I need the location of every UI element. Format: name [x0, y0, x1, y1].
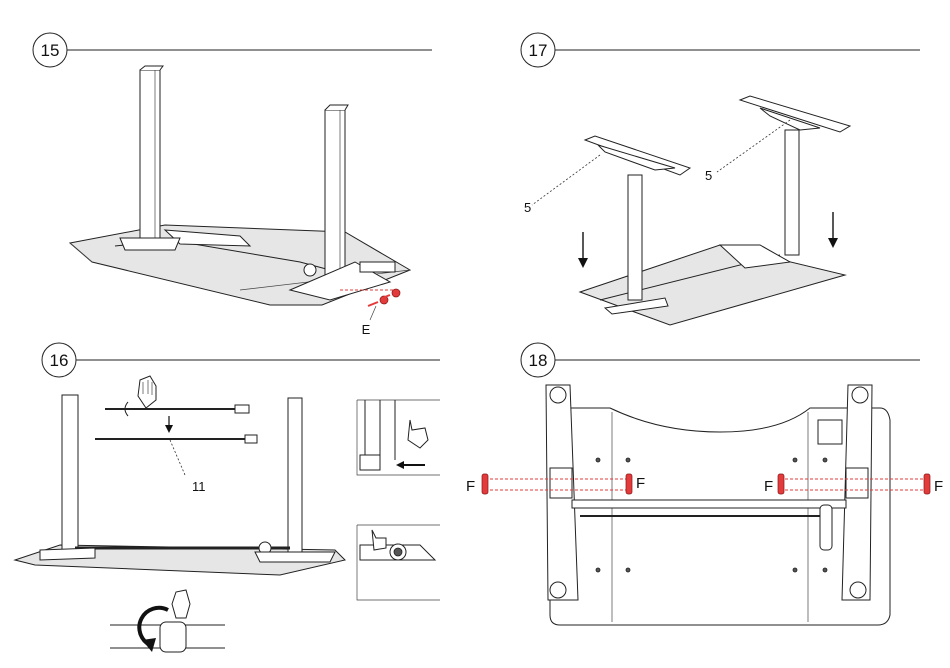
detail-inset-upper — [357, 400, 440, 475]
step-18-number: 18 — [529, 351, 548, 370]
right-leg — [325, 110, 345, 275]
motor — [304, 264, 316, 276]
step-15-panel: 15 E — [33, 33, 432, 337]
motor — [820, 505, 832, 550]
down-arrow-icon — [828, 212, 838, 248]
step-16-panel: 16 11 — [15, 343, 440, 652]
hand-icon — [172, 590, 190, 618]
callout-5-left: 5 — [524, 200, 531, 215]
callout-F-4: F — [934, 478, 943, 495]
left-leg — [628, 175, 642, 300]
down-arrow-icon — [578, 232, 588, 268]
step-16-number: 16 — [50, 351, 69, 370]
right-leg — [785, 130, 799, 255]
hand-icon — [408, 420, 428, 448]
top-bracket-left — [585, 136, 690, 175]
step-15-number: 15 — [41, 41, 60, 60]
callout-5-right: 5 — [705, 168, 712, 183]
down-arrow-icon — [165, 416, 173, 433]
callout-F-2: F — [636, 475, 645, 492]
left-foot-bracket — [120, 238, 180, 250]
callout-E: E — [362, 322, 371, 337]
hand-icon — [138, 376, 156, 408]
left-leg — [62, 395, 78, 555]
callout-F-1: F — [466, 478, 475, 495]
left-leg — [140, 70, 160, 240]
right-leg — [288, 398, 302, 555]
detail-inset-lower — [357, 525, 440, 600]
screw-icon — [368, 289, 400, 306]
control-box — [818, 420, 842, 444]
step-18-panel: 18 — [466, 343, 943, 625]
hand-icon — [372, 530, 386, 550]
right-leg-base — [846, 468, 868, 498]
callout-11: 11 — [192, 479, 206, 494]
step-17-panel: 17 5 5 — [521, 33, 920, 325]
crossbar — [572, 500, 846, 508]
step-17-number: 17 — [529, 41, 548, 60]
left-leg-base — [550, 468, 572, 498]
callout-F-3: F — [764, 478, 773, 495]
